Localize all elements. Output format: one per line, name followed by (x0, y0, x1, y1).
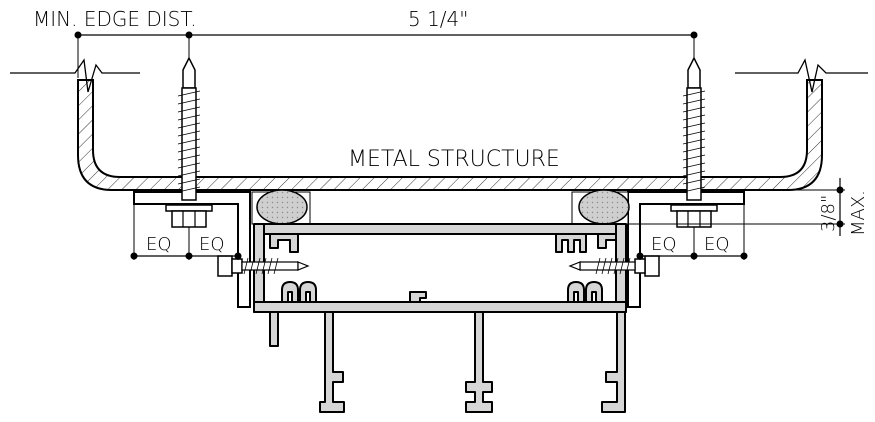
side-screw-left (217, 255, 310, 277)
eq-label-left-2: EQ (199, 234, 225, 255)
screw-left (165, 56, 213, 228)
min-edge-dist-label: MIN. EDGE DIST. (33, 7, 197, 31)
span-dimension-line (74, 31, 698, 78)
side-screw-right (568, 255, 660, 277)
metal-structure-label: METAL STRUCTURE (348, 147, 560, 172)
eq-dimension-right (636, 204, 748, 260)
eq-label-right-2: EQ (704, 234, 730, 255)
span-dimension-label: 5 1/4" (408, 7, 468, 31)
gap-dimension (628, 178, 845, 236)
eq-label-left-1: EQ (146, 234, 172, 255)
aluminum-frame-extrusion (253, 223, 627, 413)
metal-structure-channel (10, 58, 868, 191)
gap-max-label: MAX. (848, 190, 869, 236)
eq-label-right-1: EQ (651, 234, 677, 255)
eq-dimension-left (130, 204, 242, 260)
backer-rod-left (251, 189, 311, 225)
gap-dimension-label: 3/8" (818, 195, 839, 232)
backer-rod-right (571, 189, 630, 225)
